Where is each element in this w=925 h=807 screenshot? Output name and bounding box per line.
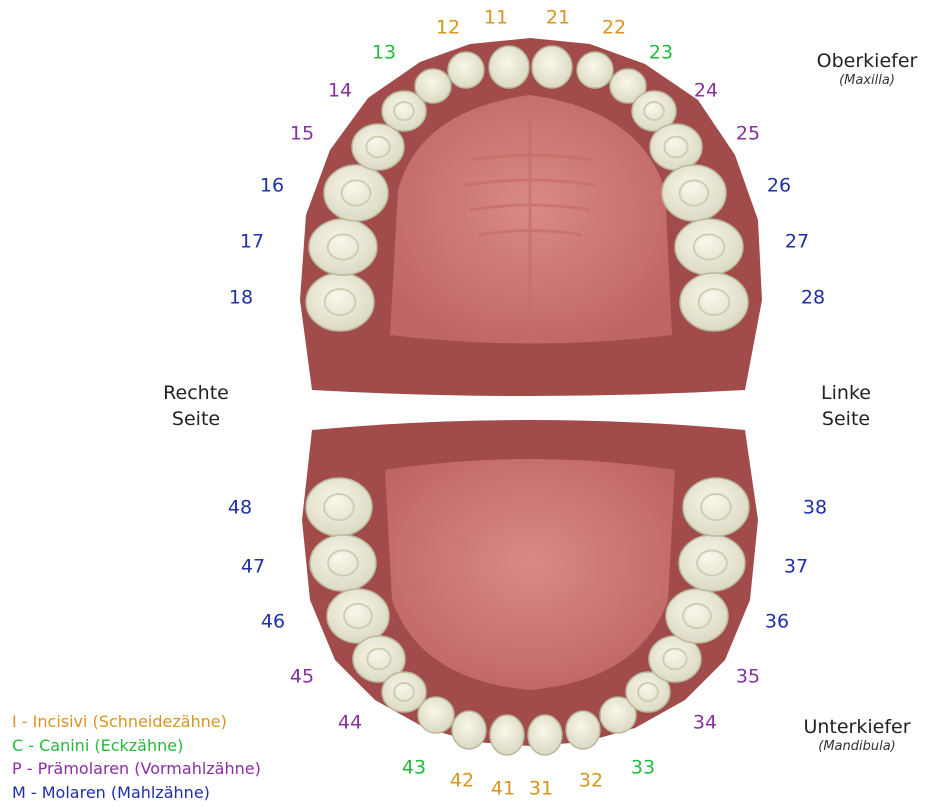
- upper-tooth-27: [675, 219, 743, 275]
- lower-tooth-43: [418, 697, 454, 733]
- tooth-number-41: 41: [491, 780, 515, 799]
- tooth-number-16: 16: [260, 177, 284, 196]
- tooth-number-44: 44: [338, 714, 362, 733]
- tooth-number-31: 31: [529, 780, 553, 799]
- lower-tooth-41: [490, 715, 524, 755]
- tooth-number-48: 48: [228, 499, 252, 518]
- tooth-number-23: 23: [649, 44, 673, 63]
- upper-tooth-21: [532, 46, 572, 88]
- left-side-line1: Linke: [821, 381, 871, 407]
- lower-tooth-38: [683, 478, 749, 536]
- upper-tooth-25: [650, 124, 702, 170]
- upper-tooth-11: [489, 46, 529, 88]
- tooth-number-42: 42: [450, 772, 474, 791]
- upper-jaw-label: Oberkiefer (Maxilla): [817, 50, 918, 88]
- upper-tooth-22: [577, 52, 613, 88]
- upper-tooth-28: [680, 273, 748, 331]
- lower-tooth-31: [528, 715, 562, 755]
- right-side-label: Rechte Seite: [163, 381, 229, 432]
- lower-tooth-48: [306, 478, 372, 536]
- tooth-number-11: 11: [484, 9, 508, 28]
- tooth-number-28: 28: [801, 289, 825, 308]
- lower-tooth-44: [382, 672, 426, 712]
- right-side-line2: Seite: [163, 407, 229, 433]
- lower-jaw-subtitle: (Mandibula): [803, 739, 910, 755]
- tooth-number-18: 18: [229, 289, 253, 308]
- lower-tooth-42: [452, 711, 486, 749]
- legend-incisor: I - Incisivi (Schneidezähne): [12, 710, 261, 734]
- right-side-line1: Rechte: [163, 381, 229, 407]
- upper-tooth-26: [662, 165, 726, 221]
- tooth-number-32: 32: [579, 772, 603, 791]
- tooth-number-34: 34: [693, 714, 717, 733]
- tooth-number-47: 47: [241, 558, 265, 577]
- upper-tooth-18: [306, 273, 374, 331]
- tooth-number-36: 36: [765, 613, 789, 632]
- tooth-number-33: 33: [631, 759, 655, 778]
- legend-canine: C - Canini (Eckzähne): [12, 734, 261, 758]
- tooth-number-35: 35: [736, 668, 760, 687]
- tooth-number-27: 27: [785, 233, 809, 252]
- upper-jaw: [300, 38, 762, 396]
- tooth-number-14: 14: [328, 82, 352, 101]
- lower-tooth-47: [310, 535, 376, 591]
- lower-tooth-32: [566, 711, 600, 749]
- legend-premolar: P - Prämolaren (Vormahlzähne): [12, 757, 261, 781]
- upper-jaw-title: Oberkiefer: [817, 50, 918, 72]
- upper-tooth-17: [309, 219, 377, 275]
- lower-jaw-label: Unterkiefer (Mandibula): [803, 716, 910, 754]
- upper-tooth-13: [415, 69, 451, 103]
- left-side-label: Linke Seite: [821, 381, 871, 432]
- tooth-number-43: 43: [402, 759, 426, 778]
- upper-jaw-subtitle: (Maxilla): [817, 73, 918, 89]
- tooth-number-24: 24: [694, 82, 718, 101]
- tooth-number-21: 21: [546, 9, 570, 28]
- lower-tooth-37: [679, 535, 745, 591]
- tooth-number-17: 17: [240, 233, 264, 252]
- lower-jaw: [302, 420, 758, 755]
- lower-jaw-title: Unterkiefer: [803, 716, 910, 738]
- upper-tooth-15: [352, 124, 404, 170]
- tooth-number-37: 37: [784, 558, 808, 577]
- tooth-number-46: 46: [261, 613, 285, 632]
- tooth-number-22: 22: [602, 19, 626, 38]
- tooth-number-25: 25: [736, 125, 760, 144]
- tooth-number-26: 26: [767, 177, 791, 196]
- tooth-number-15: 15: [290, 125, 314, 144]
- lower-tooth-36: [666, 589, 728, 643]
- upper-tooth-12: [448, 52, 484, 88]
- left-side-line2: Seite: [821, 407, 871, 433]
- legend: I - Incisivi (Schneidezähne) C - Canini …: [12, 710, 261, 804]
- lower-tooth-46: [327, 589, 389, 643]
- tooth-number-45: 45: [290, 668, 314, 687]
- upper-tooth-16: [324, 165, 388, 221]
- legend-molar: M - Molaren (Mahlzähne): [12, 781, 261, 805]
- tooth-number-38: 38: [803, 499, 827, 518]
- tooth-number-12: 12: [436, 19, 460, 38]
- tooth-number-13: 13: [372, 44, 396, 63]
